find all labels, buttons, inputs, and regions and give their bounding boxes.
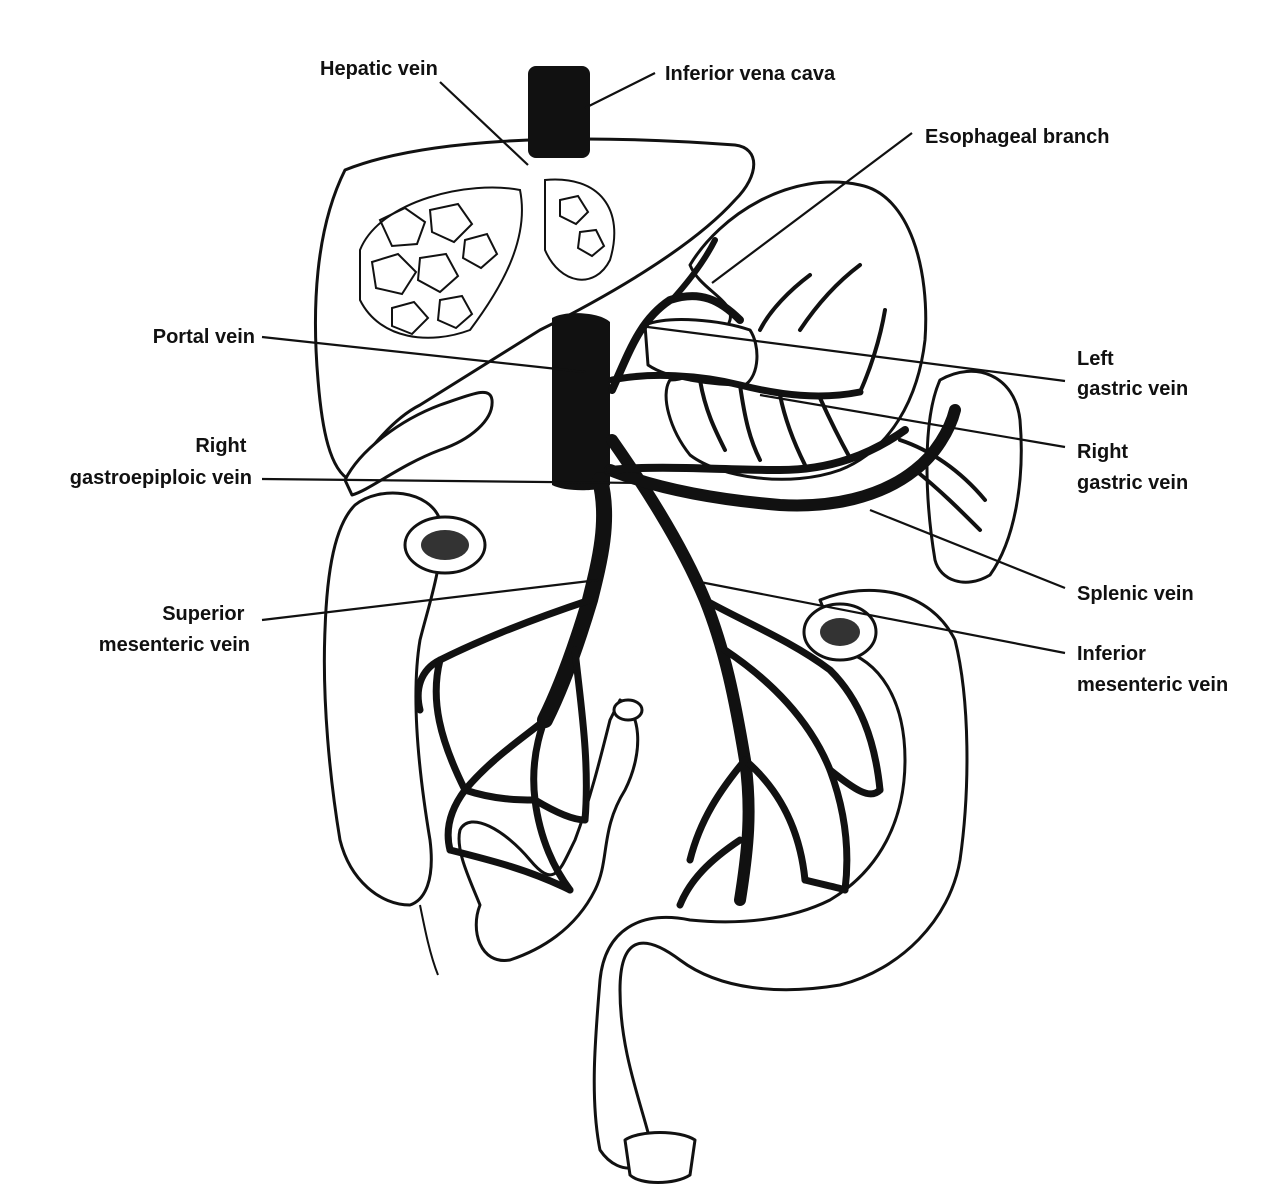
inferior-mesenteric-vein [606,434,755,906]
label-inferior-mesenteric-vein-line1: Inferior [1077,643,1146,665]
label-left-gastric-vein: Left gastric vein [1077,348,1188,400]
label-right-gastric-vein-line1: Right [1077,441,1128,463]
small-intestine [457,698,640,962]
superior-mesenteric-arcades [414,596,594,894]
gallbladder [343,390,494,497]
label-esophageal-branch: Esophageal branch [925,126,1110,148]
label-portal-vein: Portal vein [153,326,255,348]
label-superior-mesenteric-vein-line2: mesenteric vein [99,634,250,656]
label-hepatic-vein: Hepatic vein [320,58,438,80]
leader-right-gastric-vein [759,393,1066,449]
gastric-branches [698,263,987,532]
superior-mesenteric-vein [537,472,613,728]
leader-inferior-mesenteric-vein [699,580,1066,655]
jejunum-cut [612,698,644,722]
inferior-mesenteric-arcades [676,596,884,909]
colon-lumen [421,530,469,560]
label-right-gastroepiploic-vein-line2: gastroepiploic vein [70,467,252,489]
leader-superior-mesenteric-vein [261,578,599,622]
label-right-gastric-vein-line2: gastric vein [1077,472,1188,494]
appendix [419,904,439,976]
right-gastroepiploic-vein [606,426,909,474]
label-right-gastroepiploic-vein-line1: Right [195,435,246,457]
leader-lines [261,72,1066,655]
descending-colon [592,588,969,1170]
leader-splenic-vein [869,508,1066,590]
label-inferior-mesenteric-vein-line2: mesenteric vein [1077,674,1228,696]
leader-left-gastric-vein [639,324,1066,383]
leader-esophageal-branch [711,132,913,284]
label-splenic-vein: Splenic vein [1077,583,1194,605]
esophageal-branch-vein [669,237,718,303]
label-superior-mesenteric-vein-line1: Superior [162,603,244,625]
label-superior-mesenteric-vein: Superior mesenteric vein [99,603,250,656]
leader-right-gastroepiploic-vein [261,477,641,485]
label-left-gastric-vein-line1: Left [1077,348,1114,370]
label-inferior-vena-cava: Inferior vena cava [665,63,836,85]
label-right-gastroepiploic-vein: Right gastroepiploic vein [70,435,252,489]
inferior-vena-cava [528,66,590,158]
hepatic-vessel-network [359,178,616,339]
portal-vein [552,313,610,491]
label-inferior-mesenteric-vein: Inferior mesenteric vein [1077,643,1228,696]
rectum [623,1131,697,1184]
colon-lumen-left [820,618,860,646]
leader-portal-vein [261,335,586,374]
label-left-gastric-vein-line2: gastric vein [1077,378,1188,400]
label-right-gastric-vein: Right gastric vein [1077,441,1188,494]
leader-inferior-vena-cava [584,72,656,109]
splenic-vein [604,404,961,512]
leader-hepatic-vein [439,81,529,166]
